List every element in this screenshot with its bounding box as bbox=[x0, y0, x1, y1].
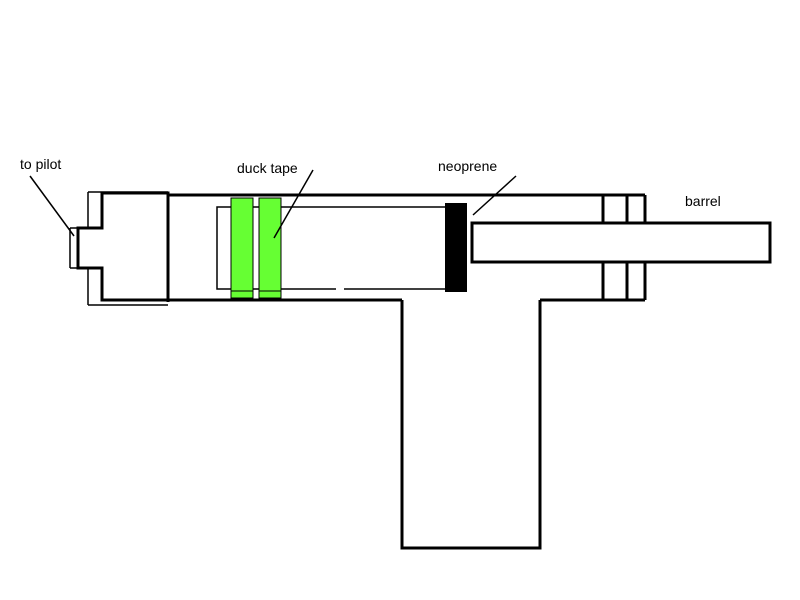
piston-tube bbox=[216, 206, 446, 290]
duck-tape-leader bbox=[273, 169, 314, 239]
coupler-bottom bbox=[601, 262, 647, 300]
label-to-pilot: to pilot bbox=[20, 156, 62, 172]
barrel bbox=[470, 221, 772, 264]
duck-tape-band-2 bbox=[258, 197, 282, 299]
label-barrel: barrel bbox=[685, 193, 721, 209]
coupler-top bbox=[601, 195, 647, 222]
end-cap bbox=[76, 191, 170, 302]
neoprene-seal bbox=[445, 203, 467, 292]
pilot-leader bbox=[29, 175, 75, 237]
neoprene-leader bbox=[472, 175, 517, 216]
duck-tape-band-1 bbox=[230, 197, 254, 299]
reservoir-handle bbox=[400, 300, 542, 550]
label-neoprene: neoprene bbox=[438, 158, 498, 174]
label-duck-tape: duck tape bbox=[237, 160, 298, 176]
